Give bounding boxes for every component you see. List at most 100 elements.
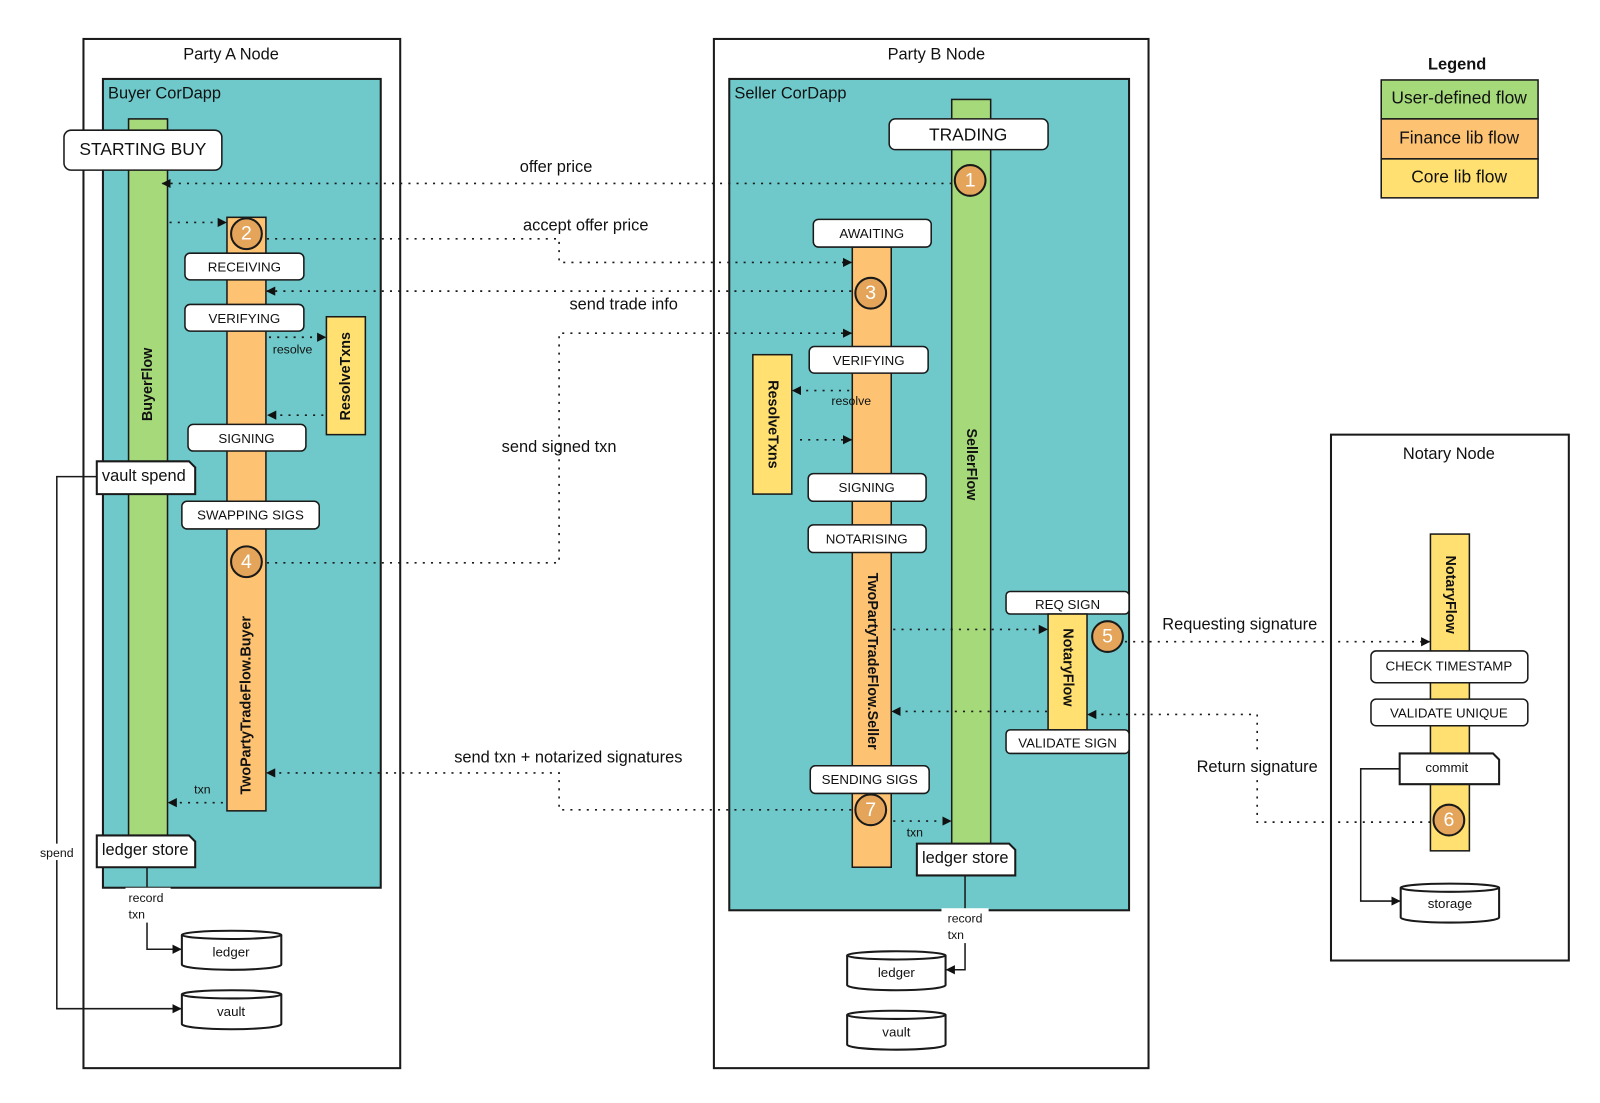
state-verifying-b	[808, 345, 929, 374]
offer-price-label: offer price	[520, 158, 593, 176]
ledger-store-label: ledger store	[102, 841, 189, 859]
req-sign-label: REQ SIGN	[1035, 597, 1100, 612]
party-a-title: Party A Node	[183, 45, 279, 63]
ledger-store-note	[95, 834, 197, 869]
state-check-timestamp	[1370, 650, 1529, 684]
vault-spend-label: vault spend	[102, 467, 186, 485]
vault-database: vault	[180, 989, 283, 1031]
state-signing	[187, 423, 307, 452]
two-party-buyer-label: TwoPartyTradeFlow.Buyer	[238, 616, 254, 795]
state-sending-sigs-label: SENDING SIGS	[822, 772, 918, 787]
step-3-label: 3	[865, 282, 876, 304]
ledger-store-b-note	[915, 842, 1017, 877]
step-2-marker	[230, 217, 263, 251]
party-b-node: Party B Node Seller CorDapp SellerFlow T…	[712, 37, 1150, 1070]
send-txn-notarized-label: send txn + notarized signatures	[454, 749, 682, 767]
state-check-timestamp-label: CHECK TIMESTAMP	[1386, 658, 1513, 673]
step-7-marker	[854, 793, 888, 827]
legend-swatch-user-defined	[1380, 79, 1539, 120]
return-signature-label: Return signature	[1197, 758, 1318, 776]
step-1-marker	[953, 164, 987, 197]
state-awaiting	[812, 218, 932, 248]
vault-db-label: vault	[217, 1004, 245, 1019]
record-label-bg	[125, 887, 171, 923]
accept-offer-price-arrow	[266, 238, 853, 268]
state-signing-b	[807, 472, 927, 503]
state-validate-unique	[1370, 698, 1529, 727]
state-signing-label: SIGNING	[218, 431, 274, 446]
notary-flow-bar	[1429, 533, 1471, 852]
return-signature-label-bg	[1189, 755, 1325, 776]
record-b-label-bg	[941, 908, 989, 944]
ledger-db-label: ledger	[213, 944, 251, 959]
step-3-marker	[854, 276, 888, 310]
legend-title: Legend	[1428, 56, 1486, 74]
step-7-label: 7	[865, 799, 876, 821]
spend-label-bg	[36, 843, 78, 861]
send-signed-txn-label: send signed txn	[502, 438, 617, 456]
state-verifying-label: VERIFYING	[209, 311, 281, 326]
state-signing-b-label: SIGNING	[839, 480, 895, 495]
record-label-1: record	[129, 891, 164, 905]
step-5-label: 5	[1102, 626, 1113, 648]
legend-label-finance: Finance lib flow	[1399, 128, 1519, 148]
ledger-b-db-label: ledger	[878, 965, 916, 980]
ledger-b-database: ledger	[846, 950, 947, 992]
step-1-label: 1	[965, 169, 976, 191]
state-swapping-sigs-label: SWAPPING SIGS	[197, 508, 304, 523]
seller-flow-bar	[950, 98, 992, 850]
record-b-label-2: txn	[948, 928, 965, 942]
state-swapping-sigs	[181, 500, 321, 530]
legend: Legend User-defined flow Finance lib flo…	[1380, 56, 1539, 199]
seller-cordapp-label: Seller CorDapp	[734, 84, 846, 102]
vault-b-database: vault	[846, 1009, 947, 1051]
messages: offer price accept offer price send trad…	[161, 158, 1431, 823]
accept-offer-price-label: accept offer price	[523, 217, 648, 235]
spend-label: spend	[40, 846, 74, 860]
resolve-txns-b-bar	[752, 353, 793, 495]
step-4-marker	[230, 545, 263, 579]
state-awaiting-label: AWAITING	[839, 226, 904, 241]
notary-flow-label: NotaryFlow	[1442, 555, 1458, 634]
send-trade-info-label: send trade info	[569, 296, 677, 314]
step-markers: 1 2 3 4 5 6 7	[230, 164, 1466, 837]
legend-swatch-core	[1380, 158, 1539, 199]
step-5-marker	[1091, 620, 1124, 653]
buyer-cordapp-label: Buyer CorDapp	[108, 84, 221, 102]
vault-spend-note	[95, 460, 197, 496]
resolve-label: resolve	[273, 343, 313, 357]
ledger-store-b-label: ledger store	[922, 849, 1009, 867]
step-6-marker	[1432, 803, 1466, 837]
commit-note	[1398, 752, 1501, 786]
state-verifying	[184, 303, 305, 332]
resolve-txns-label: ResolveTxns	[338, 332, 354, 421]
storage-database: storage	[1399, 882, 1501, 924]
two-party-seller-label: TwoPartyTradeFlow.Seller	[864, 573, 880, 750]
resolve-txns-bar	[325, 315, 367, 436]
requesting-signature-label: Requesting signature	[1162, 615, 1317, 633]
validate-sign-label: VALIDATE SIGN	[1018, 735, 1117, 750]
record-b-line	[945, 875, 966, 975]
state-notarising	[807, 524, 927, 554]
state-receiving	[184, 252, 305, 281]
state-validate-unique-label: VALIDATE UNIQUE	[1390, 706, 1508, 721]
notary-flow-b-label: NotaryFlow	[1060, 628, 1076, 707]
legend-label-user-defined: User-defined flow	[1391, 88, 1527, 108]
spend-line	[56, 475, 182, 1014]
step-4-label: 4	[241, 551, 252, 573]
state-receiving-label: RECEIVING	[208, 260, 281, 275]
step-2-label: 2	[241, 223, 252, 245]
trading-label: TRADING	[929, 124, 1007, 144]
state-notarising-label: NOTARISING	[826, 531, 908, 546]
resolve-txns-b-label: ResolveTxns	[764, 380, 780, 469]
txn-label: txn	[194, 782, 211, 796]
vault-b-db-label: vault	[882, 1024, 910, 1039]
starting-buy-state	[63, 129, 223, 171]
buyer-flow-label: BuyerFlow	[140, 347, 156, 421]
notary-title: Notary Node	[1403, 445, 1495, 463]
validate-sign-state	[1005, 729, 1130, 755]
starting-buy-label: STARTING BUY	[79, 139, 206, 159]
step-6-label: 6	[1443, 809, 1454, 831]
legend-label-core: Core lib flow	[1411, 166, 1507, 186]
